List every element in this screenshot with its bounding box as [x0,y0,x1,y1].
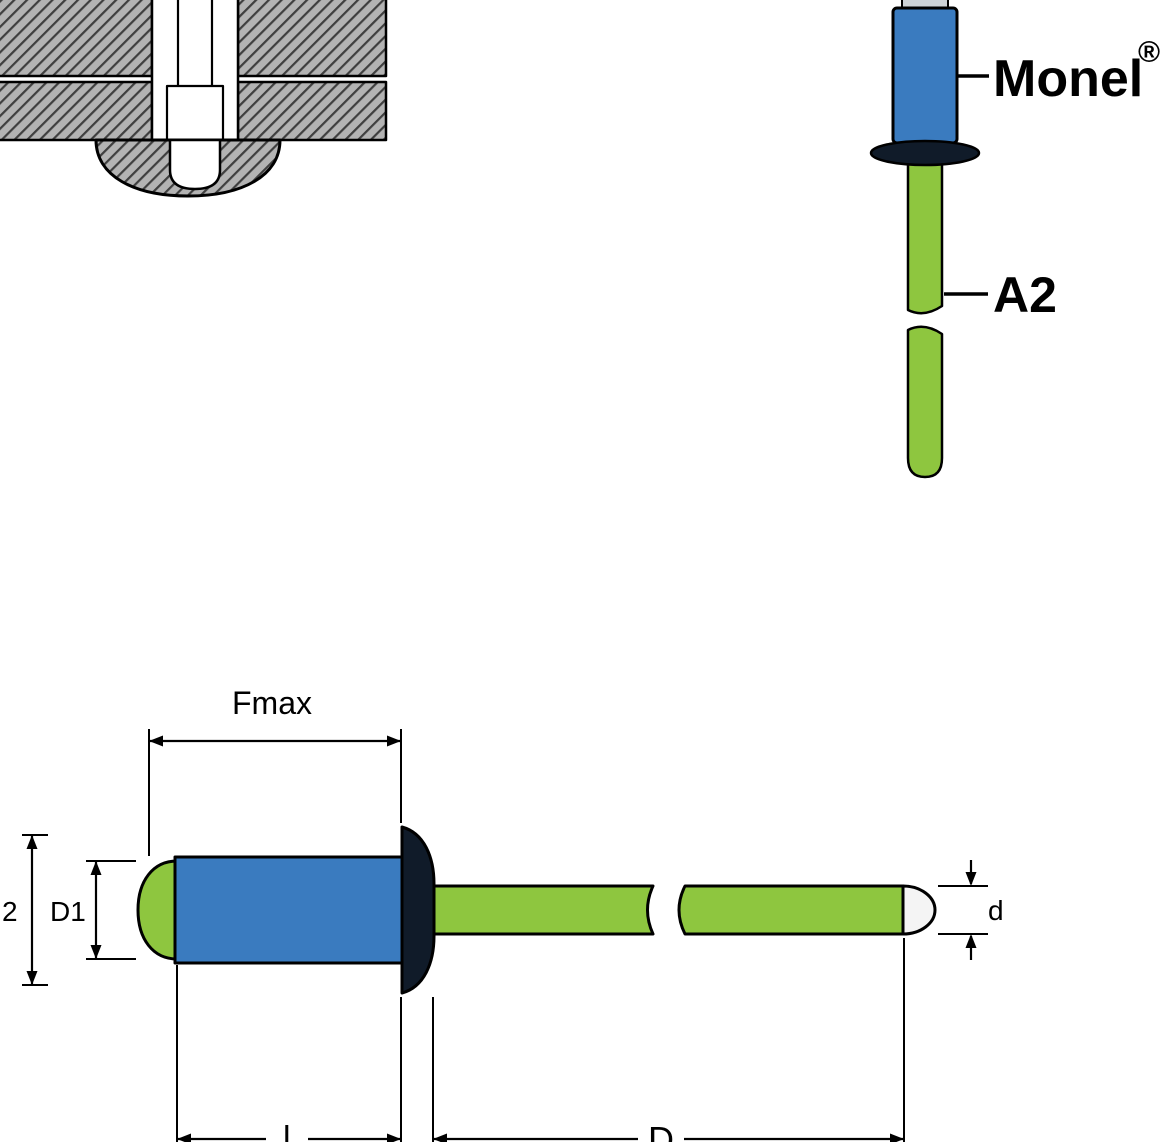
flange-dia-arrow-bottom [26,971,38,985]
mandrel-upper-segment [906,156,944,315]
stem-dia-arrow-up [965,934,977,948]
mandrel-tip [901,884,937,936]
rivet-body [891,6,959,145]
body-length-arrow-left [177,1133,191,1142]
body-material-label: Monel [993,50,1143,108]
flange-dia-arrow-top [26,835,38,849]
mandrel-stem-left-segment [432,884,655,936]
flange-dia-label: 2 [2,896,18,927]
grip-max-arrow-right [387,735,401,747]
rivet-flange-profile [400,825,436,995]
plate-bottom-left [0,80,154,142]
plate-top-left [0,0,154,78]
mandrel-head [136,859,179,961]
stem-dia-label: d [988,895,1004,926]
mandrel-material-label: A2 [993,267,1057,323]
rivet-body-profile [173,855,404,965]
formed-head-mandrel-stub [168,138,222,191]
body-length-arrow-right [387,1133,401,1142]
material-callout-view: Monel ® A2 [869,0,1160,479]
body-length-label: l [283,1120,291,1142]
head-dia-arrow-top [90,861,102,875]
grip-max-arrow-left [149,735,163,747]
mandrel-lower-segment [906,325,944,479]
mandrel-head-cavity [165,84,225,142]
body-material-registered-mark: ® [1138,36,1160,69]
head-dia-label: D1 [50,896,86,927]
mandrel-length-arrow-right [890,1133,904,1142]
installed-cross-section-view [0,0,388,198]
mandrel-length-arrow-left [433,1133,447,1142]
head-dia-arrow-bottom [90,945,102,959]
rivet-flange [869,139,981,167]
plate-top-right [236,0,388,78]
plate-bottom-right [236,80,388,142]
grip-max-label: Fmax [232,685,312,721]
dimension-drawing: Fmax 2 D1 d [2,685,1004,1142]
mandrel-stem-right-segment [677,884,905,936]
stem-dia-arrow-down [965,872,977,886]
mandrel-length-label: D [648,1119,674,1142]
